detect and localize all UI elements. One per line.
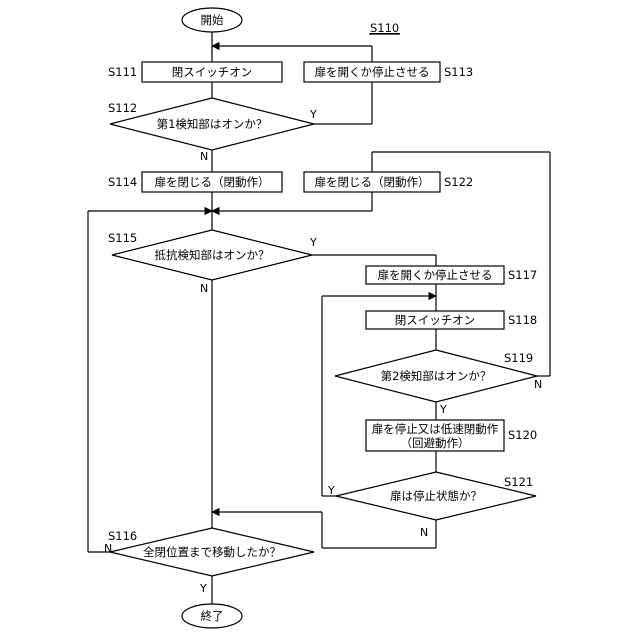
step-s118: 閉スイッチオン S118 [366,311,537,329]
step-s117-text: 扉を開くか停止させる [378,268,493,282]
step-s117: 扉を開くか停止させる S117 [366,266,537,284]
step-s113-text: 扉を開くか停止させる [315,65,430,79]
step-s120-label: S120 [508,428,537,442]
step-s111-text: 閉スイッチオン [172,65,253,79]
step-s120-text-line2: （回避動作） [401,436,470,450]
decision-s116-text: 全閉位置まで移動したか？ [143,545,281,559]
step-s111: 閉スイッチオン S111 [108,62,282,82]
decision-s116: 全閉位置まで移動したか？ S116 Y N [104,528,314,595]
decision-s116-no: N [104,542,112,555]
step-s114-text: 扉を閉じる（閉動作） [155,175,270,189]
end-text: 終了 [201,609,224,623]
decision-s119-text: 第2検知部はオンか？ [381,369,492,383]
decision-s121-text: 扉は停止状態か？ [390,489,482,503]
diagram-title: S110 [370,21,399,35]
decision-s119: 第2検知部はオンか？ S119 Y N [335,350,542,416]
decision-s115-label: S115 [108,231,137,245]
step-s117-label: S117 [508,268,537,282]
decision-s115-no: N [200,282,208,295]
step-s122-text: 扉を閉じる（閉動作） [315,175,430,189]
step-s120: 扉を停止又は低速閉動作 （回避動作） S120 [366,420,537,451]
step-s111-label: S111 [108,65,137,79]
step-s114-label: S114 [108,175,137,189]
decision-s112-text: 第1検知部はオンか？ [157,117,268,131]
decision-s119-yes: Y [439,403,447,416]
decision-s116-label: S116 [108,529,137,543]
step-s113: 扉を開くか停止させる S113 [304,62,473,82]
step-s118-text: 閉スイッチオン [395,313,476,327]
decision-s112-no: N [200,150,208,163]
end-terminal: 終了 [182,604,242,628]
step-s122: 扉を閉じる（閉動作） S122 [304,172,473,192]
step-s114: 扉を閉じる（閉動作） S114 [108,172,282,192]
start-terminal: 開始 [182,8,242,32]
decision-s115-yes: Y [309,236,317,249]
decision-s121: 扉は停止状態か？ S121 Y N [327,472,536,539]
start-text: 開始 [201,13,224,27]
step-s113-label: S113 [444,65,473,79]
step-s120-text-line1: 扉を停止又は低速閉動作 [372,422,499,436]
decision-s112-yes: Y [309,108,317,121]
decision-s112-label: S112 [108,101,137,115]
decision-s119-no: N [534,378,542,391]
decision-s116-yes: Y [199,582,207,595]
step-s122-label: S122 [444,175,473,189]
decision-s121-yes: Y [327,484,335,497]
decision-s119-label: S119 [504,351,533,365]
decision-s121-label: S121 [504,475,533,489]
step-s118-label: S118 [508,313,537,327]
decision-s115-text: 抵抗検知部はオンか？ [155,248,270,262]
decision-s121-no: N [420,526,428,539]
